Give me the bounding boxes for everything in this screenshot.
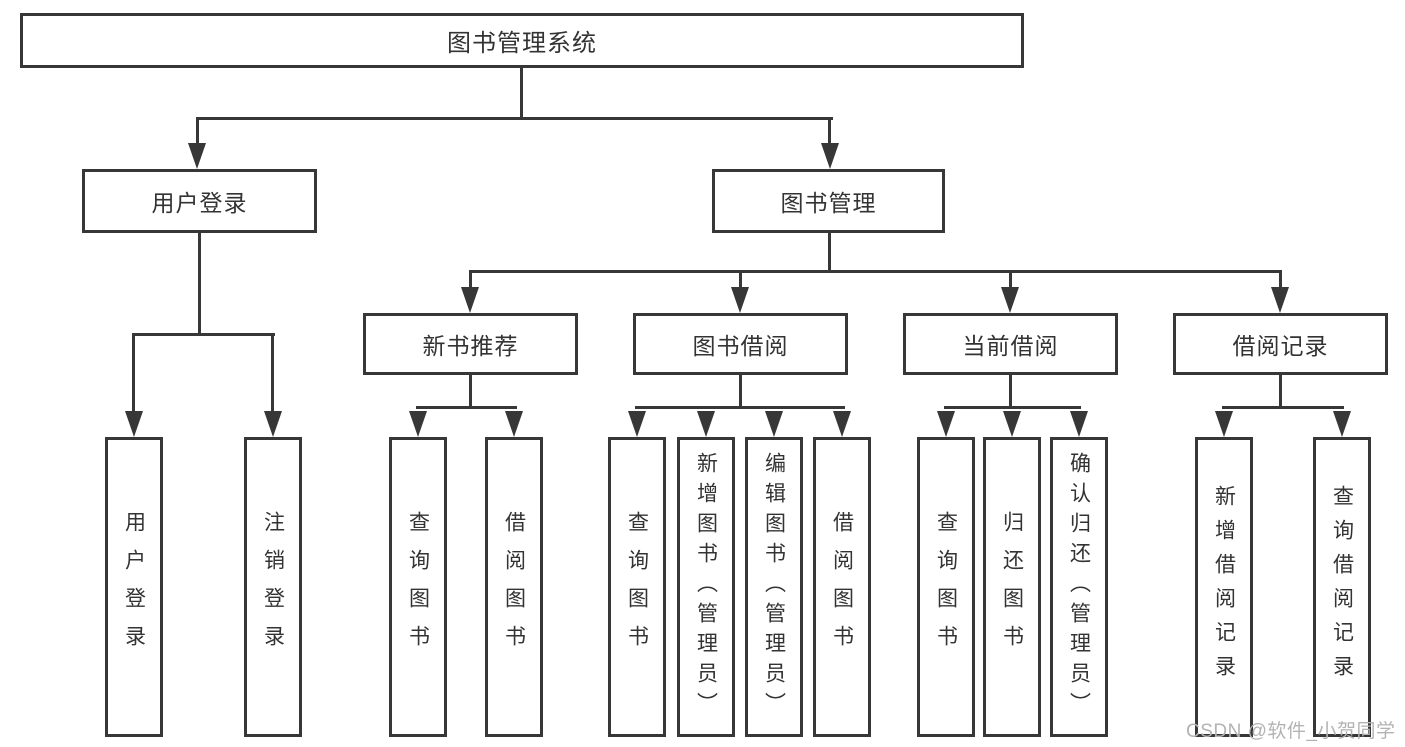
- connector-line: [1222, 406, 1344, 409]
- leaf-label: 查询图书: [934, 511, 958, 663]
- arrow-down-icon: [1271, 287, 1289, 313]
- arrow-down-icon: [188, 143, 206, 169]
- connector-line: [132, 333, 135, 413]
- connector-line: [739, 373, 742, 409]
- connector-line: [196, 117, 199, 145]
- connector-line: [469, 373, 472, 409]
- node-borrow-records-label: 借阅记录: [1232, 333, 1329, 359]
- connector-line: [198, 231, 201, 336]
- connector-line: [1279, 270, 1282, 290]
- arrow-down-icon: [731, 287, 749, 313]
- leaf-borrow-books-newbook: 借阅图书: [485, 437, 543, 737]
- connector-line: [132, 333, 275, 336]
- arrow-down-icon: [1003, 411, 1021, 437]
- leaf-label: 查询借阅记录: [1330, 485, 1354, 689]
- leaf-borrow-books-borrow: 借阅图书: [813, 437, 871, 737]
- leaf-label: 新增借阅记录: [1212, 485, 1236, 689]
- arrow-down-icon: [461, 287, 479, 313]
- leaf-label: 用户登录: [122, 511, 146, 663]
- connector-line: [1009, 375, 1012, 409]
- arrow-down-icon: [697, 411, 715, 437]
- connector-line: [416, 406, 517, 409]
- node-book-management-label: 图书管理: [780, 190, 877, 216]
- node-new-book-recommend: 新书推荐: [363, 313, 578, 375]
- arrow-down-icon: [505, 411, 523, 437]
- leaf-label: 新增图书（管理员）: [694, 452, 718, 722]
- leaf-label: 编辑图书（管理员）: [762, 452, 786, 722]
- node-book-management: 图书管理: [712, 169, 945, 233]
- arrow-down-icon: [937, 411, 955, 437]
- connector-line: [271, 333, 274, 413]
- node-book-borrow: 图书借阅: [633, 313, 848, 375]
- arrow-down-icon: [264, 411, 282, 437]
- leaf-user-login: 用户登录: [105, 437, 163, 737]
- leaf-label: 查询图书: [406, 511, 430, 663]
- connector-line: [1009, 270, 1012, 290]
- leaf-label: 归还图书: [1000, 511, 1024, 663]
- leaf-query-books-current: 查询图书: [917, 437, 975, 737]
- leaf-query-borrow-record: 查询借阅记录: [1313, 437, 1371, 737]
- leaf-confirm-return-admin: 确认归还（管理员）: [1050, 437, 1108, 737]
- node-book-borrow-label: 图书借阅: [692, 333, 789, 359]
- node-root: 图书管理系统: [20, 13, 1024, 68]
- leaf-return-books: 归还图书: [983, 437, 1041, 737]
- connector-line: [469, 270, 472, 290]
- node-borrow-records: 借阅记录: [1173, 313, 1388, 375]
- arrow-down-icon: [628, 411, 646, 437]
- connector-line: [739, 270, 742, 290]
- connector-line: [1279, 373, 1282, 409]
- node-root-label: 图书管理系统: [447, 30, 597, 57]
- leaf-label: 确认归还（管理员）: [1067, 452, 1091, 722]
- leaf-query-books-newbook: 查询图书: [389, 437, 447, 737]
- connector-line: [828, 231, 831, 273]
- leaf-label: 查询图书: [625, 511, 649, 663]
- arrow-down-icon: [1333, 411, 1351, 437]
- arrow-down-icon: [125, 411, 143, 437]
- leaf-label: 注销登录: [261, 511, 285, 663]
- connector-line: [828, 117, 831, 145]
- leaf-add-books-admin: 新增图书（管理员）: [677, 437, 735, 737]
- connector-line: [520, 66, 523, 120]
- arrow-down-icon: [1070, 411, 1088, 437]
- watermark: CSDN @软件_小贺同学: [1186, 721, 1396, 742]
- connector-line: [196, 117, 833, 120]
- arrow-down-icon: [409, 411, 427, 437]
- arrow-down-icon: [765, 411, 783, 437]
- connector-line: [635, 406, 845, 409]
- arrow-down-icon: [821, 143, 839, 169]
- leaf-query-books-borrow: 查询图书: [608, 437, 666, 737]
- connector-line: [944, 406, 1081, 409]
- arrow-down-icon: [833, 411, 851, 437]
- connector-line: [469, 270, 1282, 273]
- arrow-down-icon: [1215, 411, 1233, 437]
- node-current-borrow: 当前借阅: [903, 313, 1118, 375]
- node-user-login-label: 用户登录: [151, 190, 248, 216]
- leaf-edit-books-admin: 编辑图书（管理员）: [745, 437, 803, 737]
- leaf-label: 借阅图书: [830, 511, 854, 663]
- node-current-borrow-label: 当前借阅: [962, 333, 1059, 359]
- leaf-logout: 注销登录: [244, 437, 302, 737]
- arrow-down-icon: [1001, 287, 1019, 313]
- leaf-label: 借阅图书: [502, 511, 526, 663]
- leaf-add-borrow-record: 新增借阅记录: [1195, 437, 1253, 737]
- node-new-book-recommend-label: 新书推荐: [422, 333, 519, 359]
- node-user-login: 用户登录: [82, 169, 317, 233]
